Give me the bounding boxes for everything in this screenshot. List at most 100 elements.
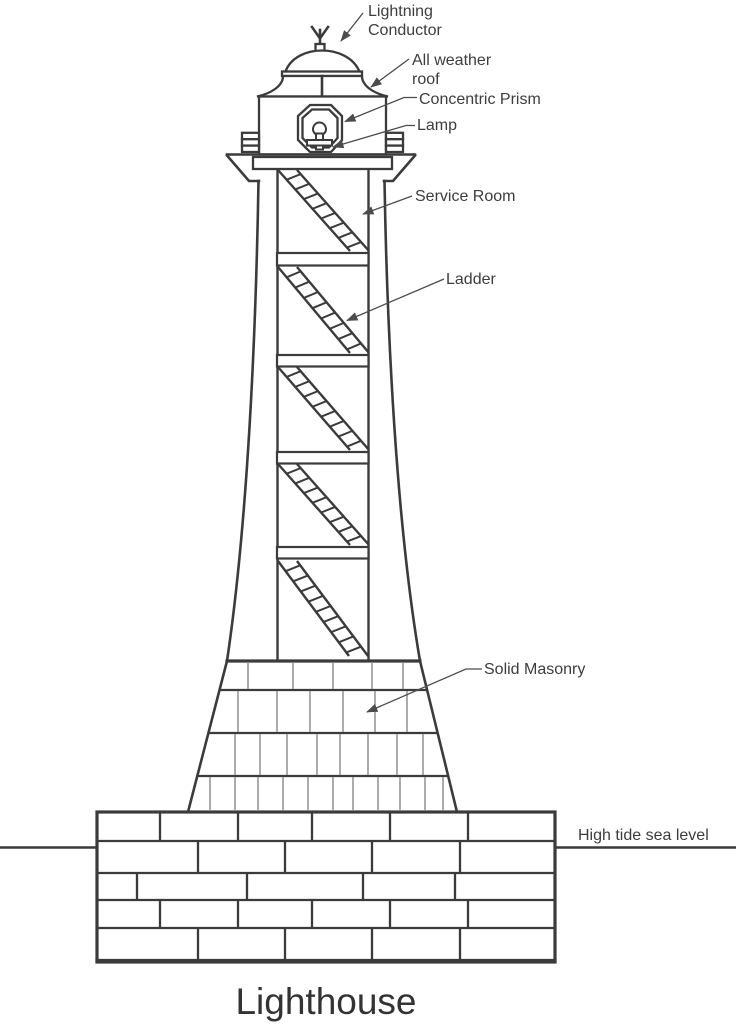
ladder-rung <box>312 400 327 408</box>
label-lightning-conductor-line1: Lightning <box>368 3 433 20</box>
ladder-rung <box>320 410 336 418</box>
gallery-corbel-left <box>225 153 261 183</box>
ladder-4 <box>277 463 370 546</box>
lamp-shape <box>306 121 333 151</box>
ladder-rung <box>286 370 302 378</box>
ladder-rung <box>329 420 345 428</box>
ladder-rung <box>337 231 353 239</box>
label-lamp: Lamp <box>417 117 458 134</box>
label-ladder: Ladder <box>446 271 496 288</box>
ladder-rung <box>346 241 362 249</box>
leader-ladder <box>346 278 445 322</box>
masonry-section <box>186 659 459 814</box>
floor-slab-3 <box>275 450 370 465</box>
tower-wall-left <box>225 179 260 663</box>
ladder-rung <box>292 574 309 583</box>
ladder-stringer-right <box>296 560 369 657</box>
gallery-corbel-right <box>382 153 417 183</box>
all-weather-roof-shape <box>256 49 389 98</box>
gallery-platform <box>225 153 417 183</box>
ladder-rung <box>346 439 362 448</box>
label-lightning-conductor: Lightning Conductor <box>368 2 442 40</box>
ladder-rung <box>329 221 345 230</box>
ladder-stringer-right <box>296 463 370 546</box>
dome <box>283 49 362 75</box>
ladder-rung <box>303 291 319 299</box>
conductor-prong-right <box>319 25 330 39</box>
ladder-rung <box>323 615 339 623</box>
ladder-rung <box>300 584 316 593</box>
base-foundation <box>95 810 557 964</box>
leader-lightning-conductor <box>340 12 364 42</box>
ladder-rung <box>308 594 324 603</box>
ladder-rung <box>320 311 336 320</box>
leader-all-weather-roof <box>370 58 410 88</box>
ladder-rung <box>286 173 302 181</box>
base-outline <box>95 810 557 964</box>
label-lightning-conductor-line2: Conductor <box>368 22 442 39</box>
ladder-2 <box>277 266 370 354</box>
label-concentric-prism: Concentric Prism <box>419 91 541 108</box>
ladder-rung <box>337 525 353 533</box>
ladder-1 <box>277 169 370 252</box>
ladder-rung <box>337 332 353 341</box>
ladder-rung <box>303 192 319 201</box>
leader-concentric-prism <box>344 96 417 123</box>
gallery-rail-right <box>384 144 405 154</box>
ladder-rung <box>303 390 319 398</box>
label-high-tide-sea-level: High tide sea level <box>578 827 709 844</box>
label-service-room: Service Room <box>415 188 516 205</box>
label-all-weather-roof-line1: All weather <box>412 52 492 69</box>
ladder-5 <box>277 560 369 657</box>
ladder-rung <box>346 342 362 351</box>
ladder-rung <box>345 645 362 654</box>
ladder-rung <box>294 380 310 388</box>
lamp-crossbar <box>306 139 333 147</box>
floor-slab-1 <box>275 251 370 267</box>
ladder-rung <box>312 301 327 310</box>
lamp-room <box>240 95 405 156</box>
ladder-rung <box>286 467 302 475</box>
ladder-rung <box>294 476 310 485</box>
diagram-title: Lighthouse <box>235 981 417 1022</box>
ladder-stringer-left <box>277 266 351 354</box>
ladder-rung <box>330 625 347 634</box>
tower-wall-right <box>383 179 422 663</box>
ladder-rung <box>329 515 345 524</box>
ladder-stringer-right <box>296 266 370 354</box>
ladder-stringer-left <box>277 560 350 657</box>
ladder-rung <box>303 486 319 495</box>
ladder-stringer-left <box>277 366 351 451</box>
floor-slab-4 <box>275 545 370 560</box>
ladder-rung <box>312 496 327 504</box>
ladder-stringer-left <box>277 169 351 252</box>
ladder-3 <box>277 366 370 451</box>
ladder-rung <box>329 321 345 330</box>
gallery-rail-left <box>240 144 261 154</box>
conductor-prong-left <box>310 25 321 39</box>
leader-service-room <box>362 195 413 215</box>
ladder-rung <box>337 429 353 438</box>
ladder-rung <box>320 506 336 514</box>
ladder-rung <box>320 212 336 220</box>
label-solid-masonry: Solid Masonry <box>484 661 586 678</box>
leader-solid-masonry <box>366 668 482 713</box>
ladder-rung <box>294 182 310 191</box>
ladder-stringer-right <box>296 169 370 252</box>
ladder-rung <box>346 535 362 543</box>
floor-slab-2 <box>275 353 370 368</box>
ladder-rung <box>338 635 354 644</box>
ladder-rung <box>315 605 331 613</box>
ladder-rung <box>312 202 327 210</box>
masonry-side-left <box>186 659 229 814</box>
gallery-slab <box>251 155 394 171</box>
ladder-rung <box>286 270 302 279</box>
ladder-rung <box>285 564 301 573</box>
ladder-rung <box>294 280 310 289</box>
tower-shaft <box>225 169 422 663</box>
label-all-weather-roof: All weather roof <box>412 51 491 89</box>
leader-lamp <box>332 124 415 149</box>
ladder-stringer-right <box>296 366 370 451</box>
